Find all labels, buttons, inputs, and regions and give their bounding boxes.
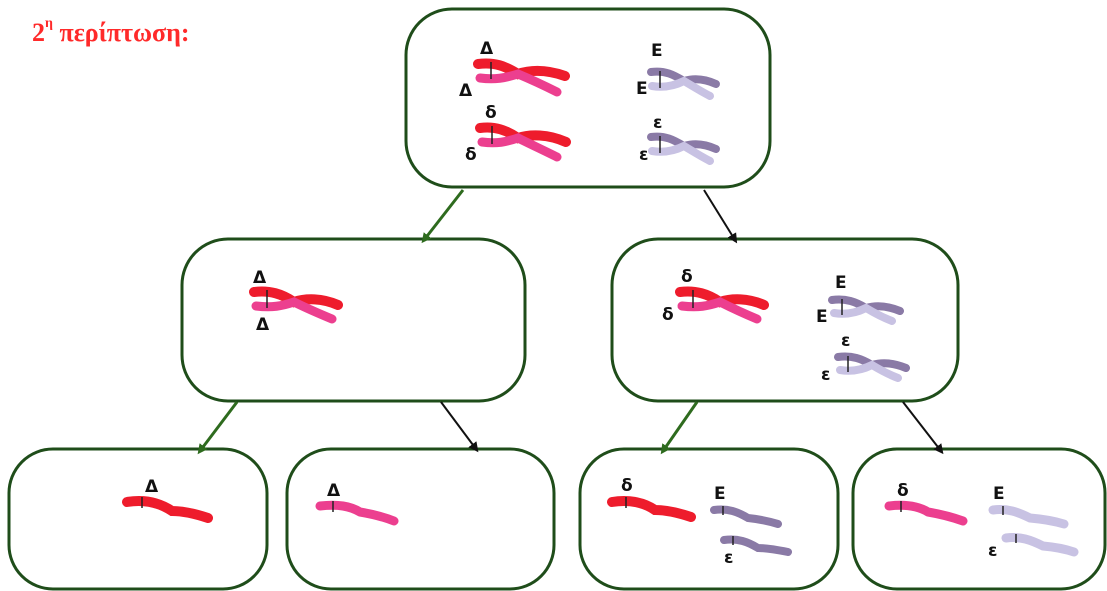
arrow-parent-to-mid-left — [421, 189, 465, 244]
allele-label: Δ — [145, 477, 159, 497]
cell-bottom-3 — [578, 447, 840, 591]
arrow-mid-left-to-bottom-1 — [197, 401, 239, 455]
chromosome-pair-D — [249, 286, 343, 324]
allele-label: ε — [724, 548, 733, 568]
allele-label: Ε — [816, 307, 828, 327]
cell-bottom-2 — [285, 447, 556, 591]
chromosome-pair-e-homozygous — [647, 132, 720, 165]
allele-label: Ε — [714, 484, 726, 504]
allele-label: ε — [653, 113, 662, 133]
allele-label: Ε — [993, 484, 1005, 504]
allele-label: δ — [621, 476, 633, 496]
chromosome-e-dark — [720, 535, 792, 556]
case-number: 2 — [32, 18, 45, 47]
chromosome-D-red — [122, 496, 213, 523]
allele-label: Δ — [480, 39, 494, 59]
case-label: περίπτωση: — [59, 18, 190, 47]
allele-label: Ε — [835, 273, 847, 293]
allele-label: Δ — [459, 81, 473, 101]
allele-label: δ — [897, 481, 909, 501]
allele-label: ε — [821, 365, 830, 385]
chromosome-d-red — [607, 496, 696, 522]
allele-label: δ — [681, 267, 693, 287]
chromosome-E-light — [988, 505, 1069, 529]
allele-label: Ε — [636, 79, 648, 99]
allele-label: δ — [465, 145, 477, 165]
chromosome-pair-D-homozygous — [473, 58, 570, 97]
allele-label: Ε — [651, 41, 663, 61]
arrow-mid-right-to-bottom-4 — [902, 401, 944, 455]
chromosome-pair-d — [675, 286, 769, 324]
chromosome-e-light — [1001, 533, 1079, 557]
arrow-mid-left-to-bottom-2 — [440, 401, 479, 453]
chromosome-pair-E-homozygous — [647, 67, 720, 100]
chromosome-pair-e — [834, 352, 910, 382]
cell-bottom-4 — [851, 447, 1107, 591]
case-ordinal: η — [45, 16, 53, 32]
allele-label: Δ — [253, 268, 267, 288]
chromosome-pair-E — [828, 295, 904, 325]
allele-label: δ — [662, 305, 674, 325]
cell-mid-left — [180, 237, 527, 403]
chromosome-d-pink — [884, 500, 968, 526]
chromosome-D-pink — [315, 500, 399, 526]
allele-label: Δ — [327, 481, 341, 501]
arrow-mid-right-to-bottom-3 — [660, 401, 699, 455]
allele-label: δ — [485, 103, 497, 123]
allele-label: ε — [988, 541, 997, 561]
cell-bottom-1 — [7, 447, 269, 591]
chromosome-E-dark — [710, 505, 782, 528]
allele-label: ε — [639, 145, 648, 165]
arrow-parent-to-mid-right — [703, 189, 738, 244]
case-title: 2η περίπτωση: — [32, 16, 190, 48]
allele-label: Δ — [256, 315, 270, 335]
allele-label: ε — [841, 331, 850, 351]
chromosome-pair-d-homozygous — [475, 122, 571, 162]
